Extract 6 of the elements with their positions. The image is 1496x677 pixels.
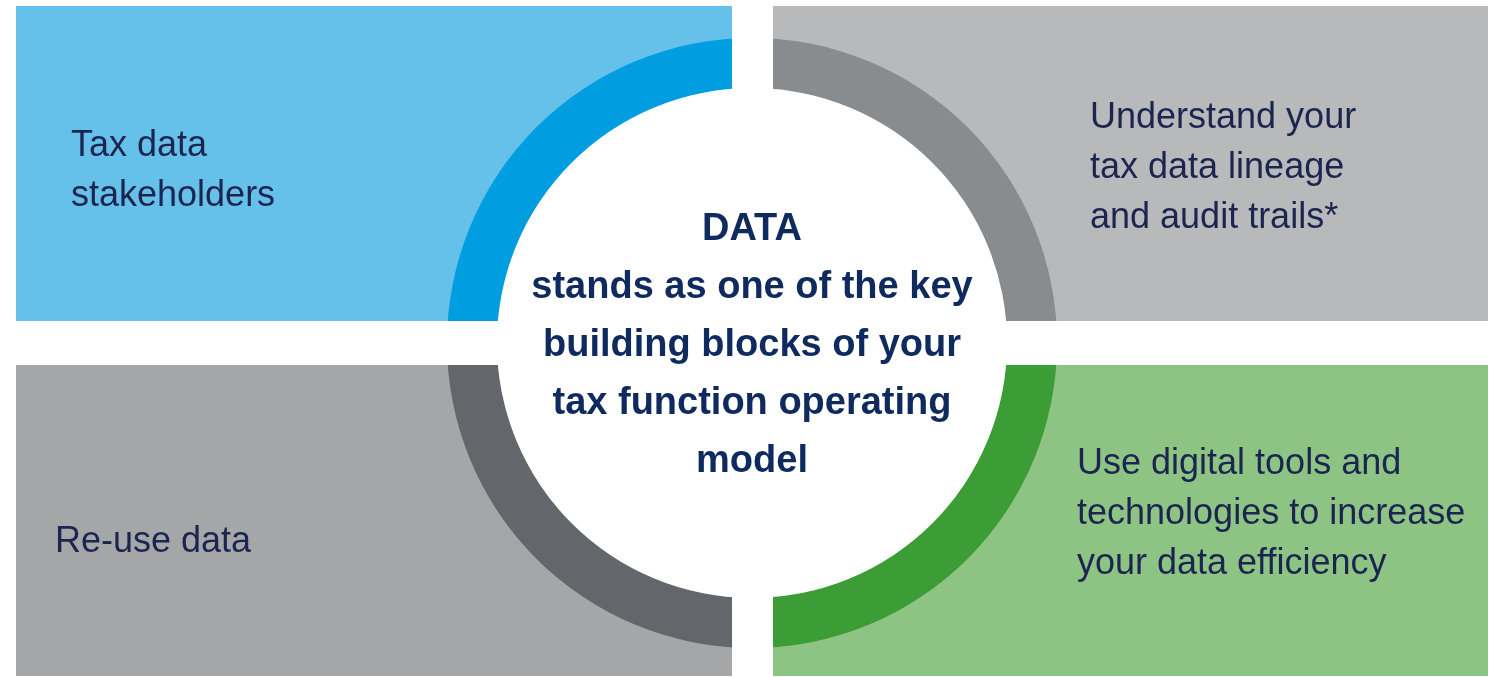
body-text: stands as one of the key building blocks of your tax function operating model bbox=[530, 263, 974, 482]
quadrant-text: Use digital tools and technologies to increase your data efficiency bbox=[1077, 440, 1467, 584]
heading: DATA bbox=[702, 205, 802, 250]
quadrant-text: Re-use data bbox=[55, 518, 253, 562]
quadrant-text: Tax data stakeholders bbox=[71, 122, 277, 216]
quadrant-text: Understand your tax data lineage and audit trails* bbox=[1090, 94, 1358, 238]
